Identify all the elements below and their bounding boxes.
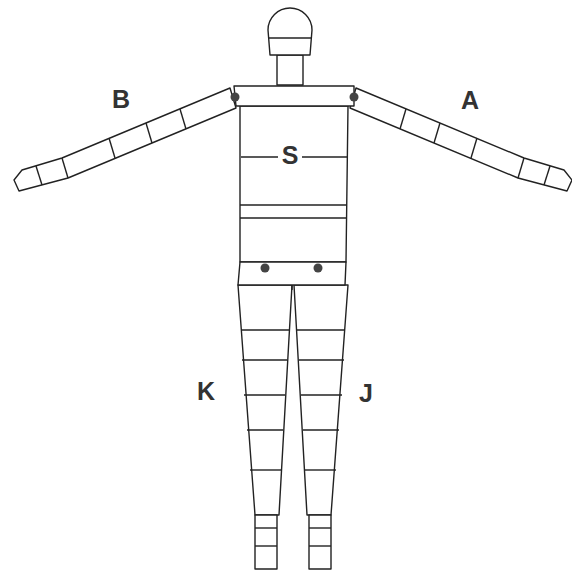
part-label: A	[461, 88, 479, 113]
part-label: K	[197, 379, 215, 404]
part-label: J	[359, 381, 373, 406]
part-label: S	[282, 143, 299, 168]
part-label: B	[112, 87, 130, 112]
